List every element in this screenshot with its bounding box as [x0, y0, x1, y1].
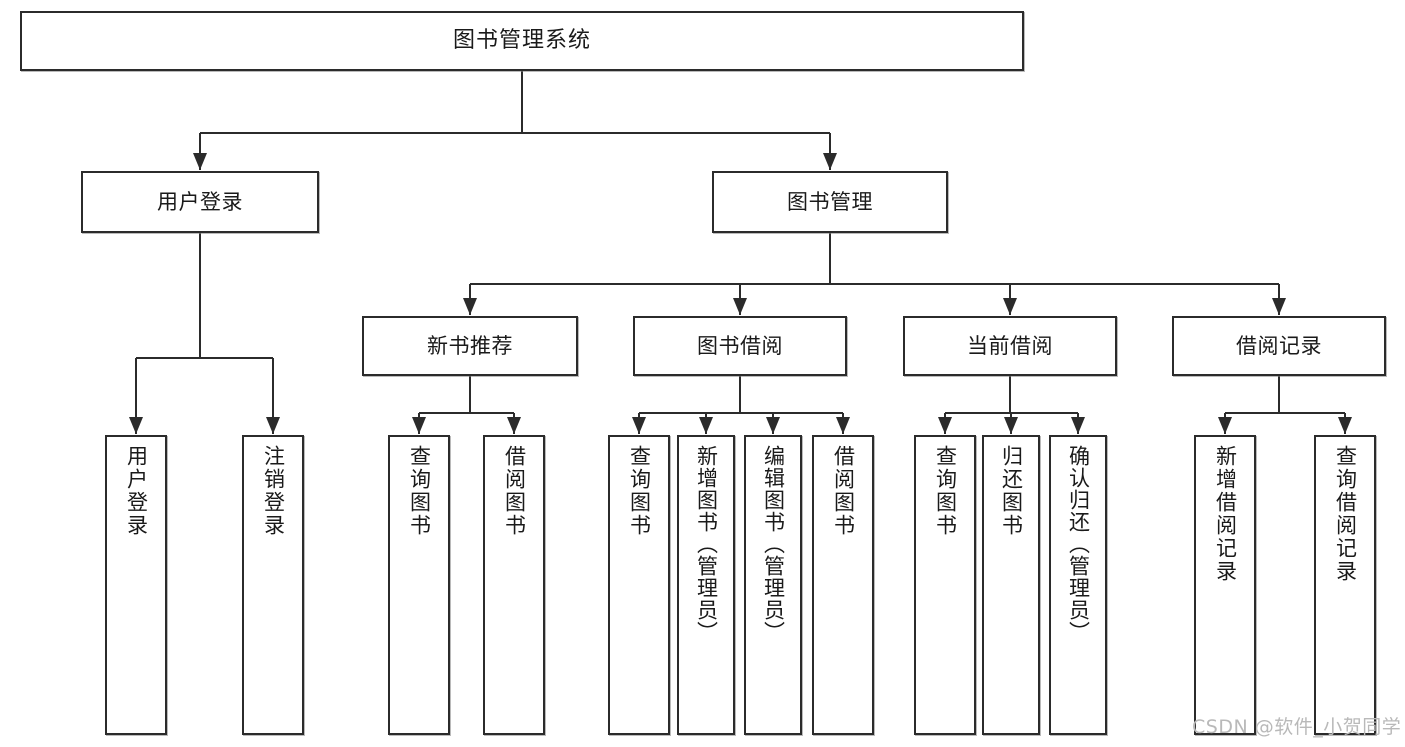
- leaf-query-book-recommendation[interactable]: 查询图书: [388, 435, 450, 735]
- node-label: 图书管理: [787, 189, 873, 214]
- leaf-add-book-admin[interactable]: 新增图书（管理员）: [677, 435, 735, 735]
- node-label: 新增借阅记录: [1213, 445, 1238, 583]
- node-label: 注销登录: [261, 445, 286, 537]
- node-label: 当前借阅: [967, 333, 1053, 358]
- node-label: 新书推荐: [427, 333, 513, 358]
- node-label: 用户登录: [124, 445, 149, 537]
- node-label: 确认归还（管理员）: [1066, 445, 1091, 643]
- node-new-book-recommendation[interactable]: 新书推荐: [362, 316, 578, 376]
- node-label: 新增图书（管理员）: [694, 445, 719, 643]
- node-label: 借阅图书: [831, 445, 856, 537]
- leaf-user-logout[interactable]: 注销登录: [242, 435, 304, 735]
- leaf-query-book-borrow[interactable]: 查询图书: [608, 435, 670, 735]
- node-borrow-record[interactable]: 借阅记录: [1172, 316, 1386, 376]
- node-label: 查询图书: [933, 445, 958, 537]
- node-current-borrow[interactable]: 当前借阅: [903, 316, 1117, 376]
- leaf-query-borrow-record[interactable]: 查询借阅记录: [1314, 435, 1376, 735]
- leaf-user-login[interactable]: 用户登录: [105, 435, 167, 735]
- leaf-borrow-book-recommendation[interactable]: 借阅图书: [483, 435, 545, 735]
- node-label: 借阅记录: [1236, 333, 1322, 358]
- leaf-add-borrow-record[interactable]: 新增借阅记录: [1194, 435, 1256, 735]
- node-label: 查询图书: [407, 445, 432, 537]
- leaf-edit-book-admin[interactable]: 编辑图书（管理员）: [744, 435, 802, 735]
- node-label: 借阅图书: [502, 445, 527, 537]
- node-label: 归还图书: [999, 445, 1024, 537]
- leaf-borrow-book-borrow[interactable]: 借阅图书: [812, 435, 874, 735]
- node-label: 图书管理系统: [452, 28, 591, 54]
- node-label: 查询借阅记录: [1333, 445, 1358, 583]
- node-user-login[interactable]: 用户登录: [81, 171, 319, 233]
- csdn-watermark: CSDN @软件_小贺同学: [1192, 716, 1402, 738]
- node-root[interactable]: 图书管理系统: [20, 11, 1024, 71]
- node-label: 编辑图书（管理员）: [761, 445, 786, 643]
- leaf-confirm-return-admin[interactable]: 确认归还（管理员）: [1049, 435, 1107, 735]
- node-book-management[interactable]: 图书管理: [712, 171, 948, 233]
- node-label: 用户登录: [157, 189, 243, 214]
- leaf-query-book-current[interactable]: 查询图书: [914, 435, 976, 735]
- node-label: 查询图书: [627, 445, 652, 537]
- leaf-return-book[interactable]: 归还图书: [982, 435, 1040, 735]
- node-label: 图书借阅: [697, 333, 783, 358]
- node-book-borrow[interactable]: 图书借阅: [633, 316, 847, 376]
